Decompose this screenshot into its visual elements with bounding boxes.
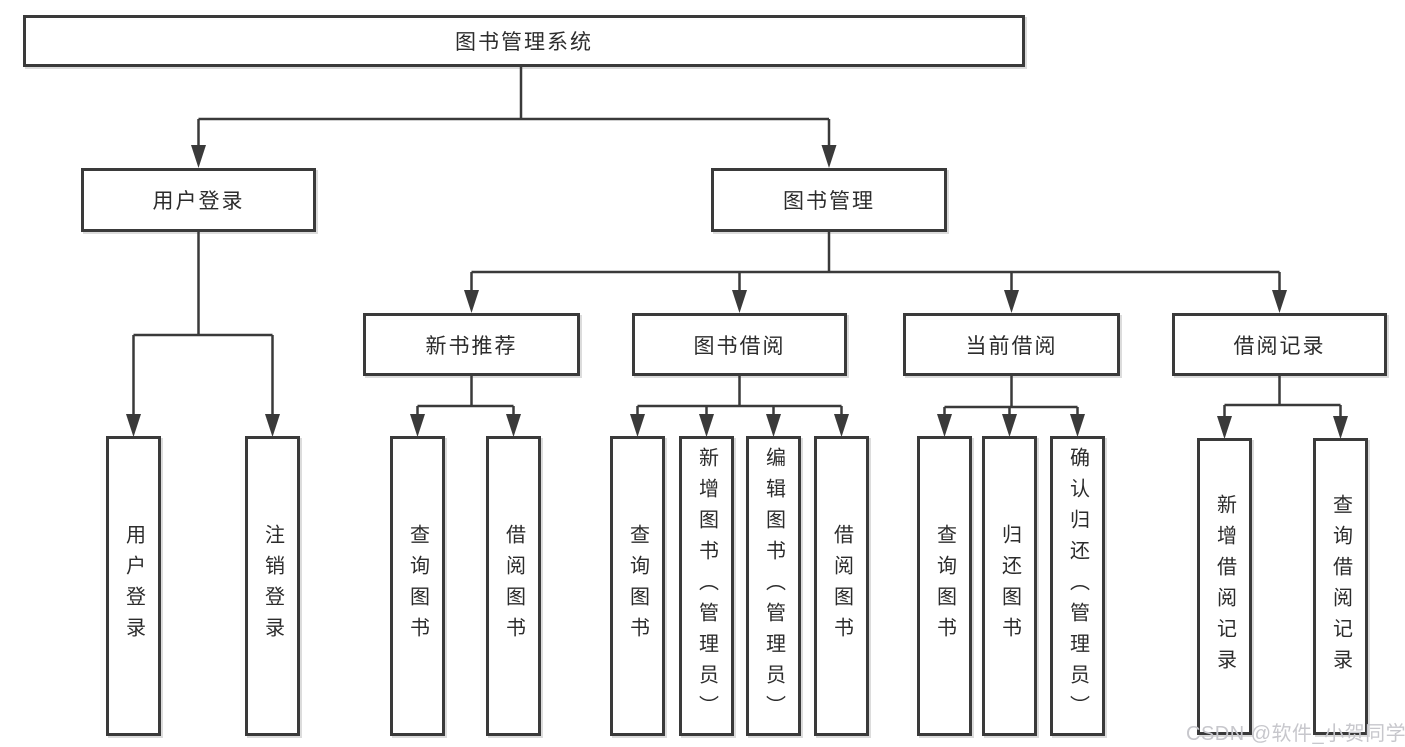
node-leaf-borrow-books-2: 借阅图书	[814, 436, 869, 736]
node-leaf-query-borrow-record: 查询借阅记录	[1313, 438, 1368, 735]
connector-new-book-recommend	[416, 376, 515, 430]
node-leaf-logout: 注销登录	[245, 436, 300, 736]
node-leaf-query-books-1: 查询图书	[390, 436, 445, 736]
node-borrowing-records: 借阅记录	[1172, 313, 1387, 376]
arrowheads	[126, 145, 1348, 439]
connector-book-borrowing	[636, 376, 843, 430]
node-book-borrowing: 图书借阅	[632, 313, 847, 376]
node-leaf-borrow-books-1: 借阅图书	[486, 436, 541, 736]
node-current-borrowing: 当前借阅	[903, 313, 1120, 376]
node-leaf-query-books-3: 查询图书	[917, 436, 972, 736]
node-leaf-return-books: 归还图书	[982, 436, 1037, 736]
connector-book-management	[470, 232, 1281, 306]
node-user-login: 用户登录	[81, 168, 316, 232]
node-leaf-edit-book-admin: 编辑图书（管理员）	[746, 436, 801, 736]
node-library-system: 图书管理系统	[23, 15, 1025, 67]
connector-root	[197, 66, 831, 160]
node-leaf-add-borrow-record: 新增借阅记录	[1197, 438, 1252, 735]
node-leaf-query-books-2: 查询图书	[610, 436, 665, 736]
watermark: CSDN @软件_小贺同学	[1186, 723, 1405, 745]
node-leaf-user-login: 用户登录	[106, 436, 161, 736]
node-leaf-add-book-admin: 新增图书（管理员）	[679, 436, 734, 736]
node-new-book-recommend: 新书推荐	[363, 313, 580, 376]
connector-borrowing-records	[1223, 376, 1342, 432]
node-leaf-confirm-return-admin: 确认归还（管理员）	[1050, 436, 1105, 736]
node-book-management: 图书管理	[711, 168, 947, 232]
connector-user-login	[132, 232, 274, 430]
